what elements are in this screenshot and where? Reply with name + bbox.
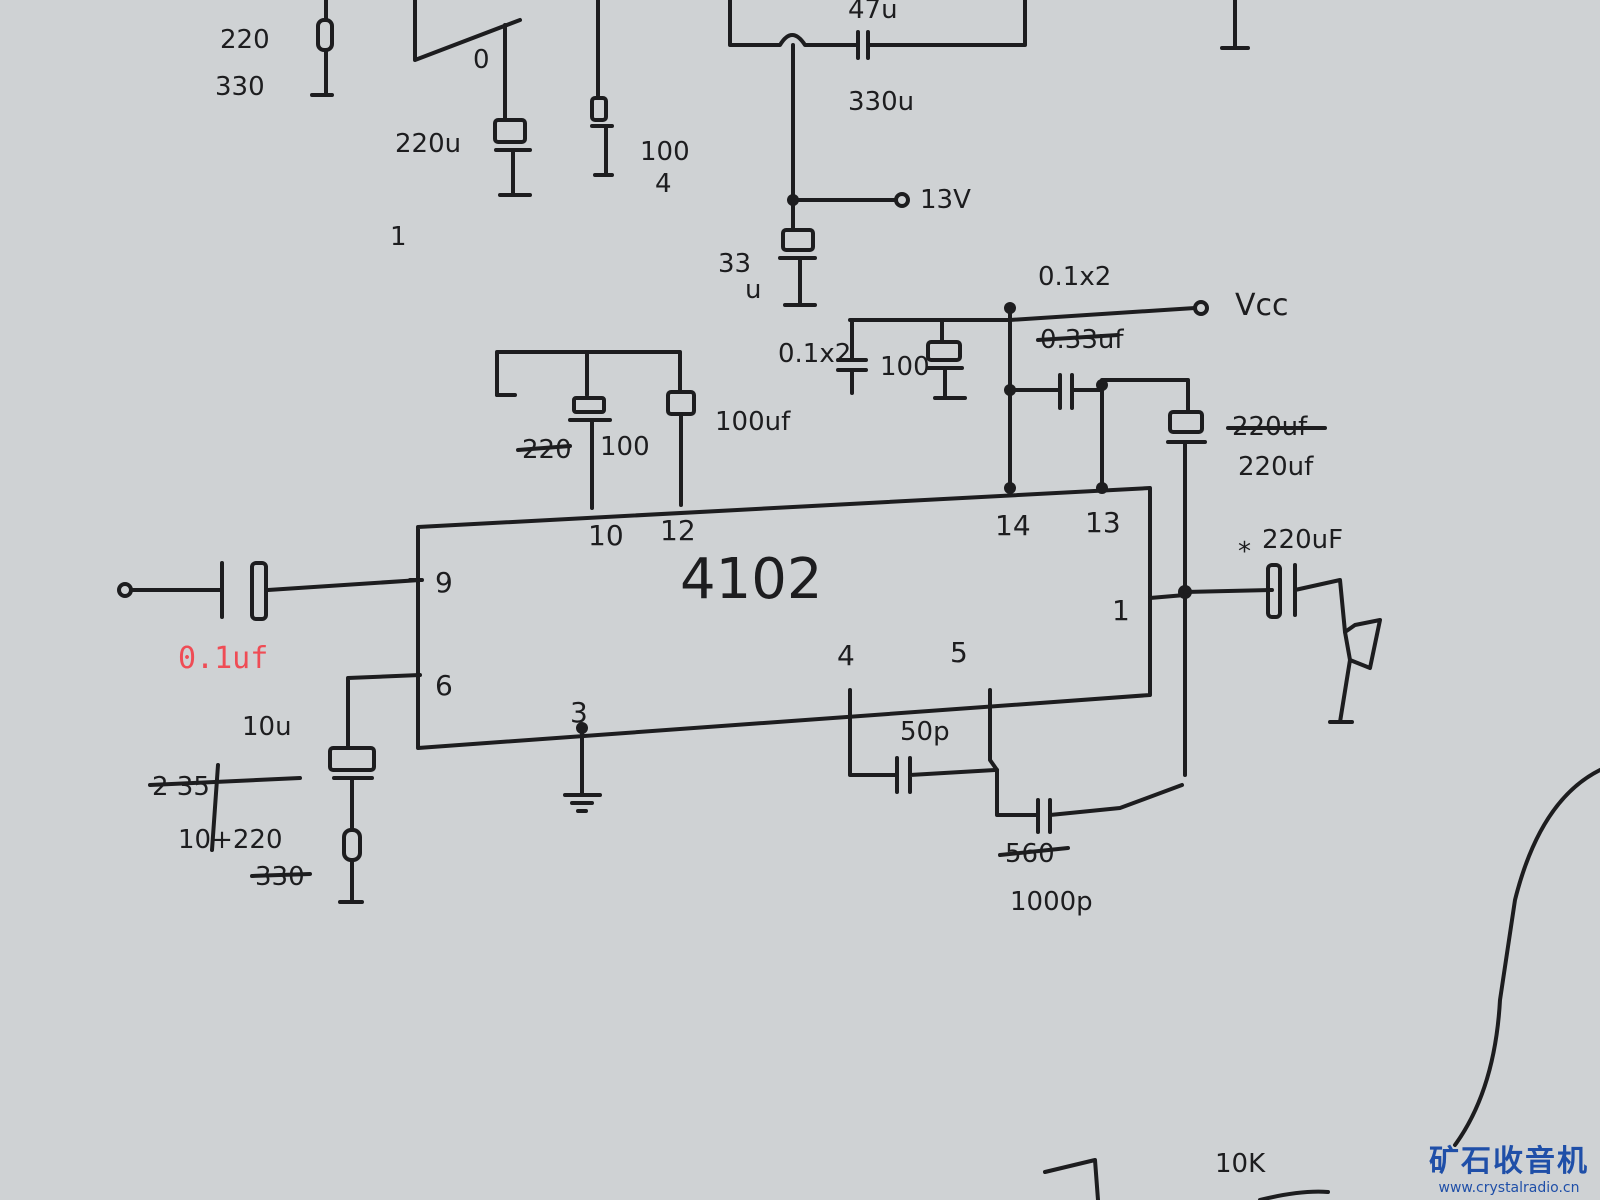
label-vcc: Vcc [1235, 288, 1289, 323]
label-strike-pin6: 2 35 [152, 772, 210, 802]
pin-14: 14 [995, 509, 1031, 542]
label-100uf: 100uf [715, 407, 791, 437]
bottom-right-fragment [1043, 768, 1600, 1200]
label-pin-mark: 0 [473, 45, 490, 75]
vcc-network [836, 300, 1209, 777]
watermark: 矿石收音机 www.crystalradio.cn [1424, 1136, 1594, 1196]
pin3-ground [563, 722, 602, 813]
label-100-p10: 100 [600, 432, 650, 462]
label-vcc-cap2: 0.1x2 [778, 339, 851, 369]
ic-4102 [416, 486, 1152, 750]
output-network [1148, 563, 1382, 724]
label-10k: 10K [1215, 1149, 1266, 1179]
label-1: 1 [390, 222, 407, 252]
ic-part-number: 4102 [680, 547, 823, 612]
label-50p: 50p [900, 717, 950, 747]
label-10u: 10u [242, 712, 292, 742]
label-out-cap: 220uF [1262, 525, 1343, 555]
label-47u: 47u [848, 0, 898, 25]
label-33: 33 [718, 249, 751, 279]
label-220u: 220u [395, 129, 461, 159]
pin-6: 6 [435, 669, 453, 702]
pin-4: 4 [837, 639, 855, 672]
label-330u: 330u [848, 87, 914, 117]
top-section-wiring [310, 0, 1250, 307]
label-220: 220 [220, 25, 270, 55]
pin-5: 5 [950, 636, 968, 669]
pin-12: 12 [660, 514, 696, 547]
label-10-plus-220: 10+220 [178, 825, 283, 855]
label-13v: 13V [920, 185, 971, 215]
pin-13: 13 [1085, 506, 1121, 539]
watermark-logo: 矿石收音机 [1429, 1144, 1589, 1179]
watermark-url: www.crystalradio.cn [1438, 1180, 1580, 1196]
label-220uf: 220uf [1238, 452, 1314, 482]
label-1000p: 1000p [1010, 887, 1093, 917]
pin10-12-network [495, 350, 696, 510]
label-input-cap: 0.1uf [178, 641, 268, 676]
pin-3: 3 [570, 696, 588, 729]
pin4-5-network [848, 688, 1184, 834]
label-330: 330 [215, 72, 265, 102]
label-4: 4 [655, 169, 672, 199]
input-network [117, 561, 424, 621]
label-cap-100: 100 [880, 352, 930, 382]
label-vcc-cap: 0.1x2 [1038, 262, 1111, 292]
label-33u-unit: u [745, 275, 761, 305]
label-out-star: * [1238, 537, 1251, 567]
pin-9: 9 [435, 566, 453, 599]
pin-1: 1 [1112, 594, 1130, 627]
pin6-network [210, 673, 422, 904]
pin-10: 10 [588, 519, 624, 552]
label-100: 100 [640, 137, 690, 167]
